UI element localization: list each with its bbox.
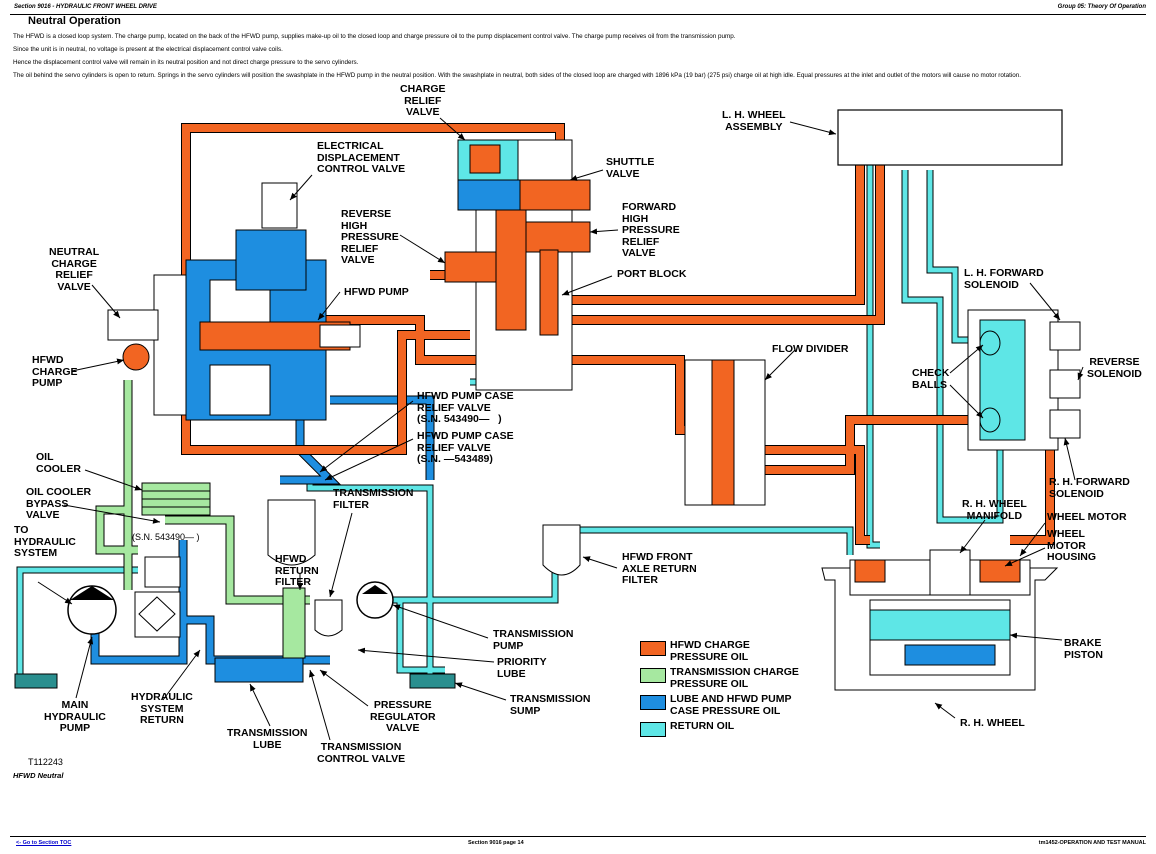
- label-electrical-displacement-control-valve: ELECTRICAL DISPLACEMENT CONTROL VALVE: [317, 140, 406, 175]
- label-wheel-motor: WHEEL MOTOR: [1047, 511, 1127, 523]
- legend-swatch-lube: [640, 695, 666, 710]
- label-neutral-charge-relief-valve: NEUTRAL CHARGE RELIEF VALVE: [49, 246, 100, 293]
- hfwd-pump-body: [107, 182, 361, 421]
- flow-divider: [684, 359, 766, 506]
- label-forward-high-pressure-relief-valve: FORWARD HIGH PRESSURE RELIEF VALVE: [622, 201, 680, 259]
- label-transmission-filter: TRANSMISSION FILTER: [333, 487, 414, 511]
- label-reverse-high-pressure-relief-valve: REVERSE HIGH PRESSURE RELIEF VALVE: [341, 208, 399, 266]
- label-rh-forward-solenoid: R. H. FORWARD SOLENOID: [1049, 476, 1130, 500]
- paragraph-1: The HFWD is a closed loop system. The ch…: [13, 33, 736, 40]
- page-title: Neutral Operation: [28, 15, 121, 27]
- rh-wheel-assembly: [821, 549, 1059, 691]
- header-group: Group 05: Theory Of Operation: [1057, 4, 1146, 10]
- label-priority-lube: PRIORITY LUBE: [497, 656, 547, 680]
- hfwd-return-filter: [267, 499, 316, 566]
- front-axle-return-filter: [542, 524, 581, 576]
- transmission-pump-symbol: [356, 581, 394, 619]
- transmission-filter: [314, 599, 343, 637]
- hydraulic-valve-block: [144, 556, 181, 588]
- label-port-block: PORT BLOCK: [617, 268, 687, 280]
- label-main-hydraulic-pump: MAIN HYDRAULIC PUMP: [44, 699, 106, 734]
- label-lh-wheel-assembly: L. H. WHEEL ASSEMBLY: [722, 109, 786, 133]
- label-transmission-pump: TRANSMISSION PUMP: [493, 628, 574, 652]
- label-case-relief-valve-2: HFWD PUMP CASE RELIEF VALVE (S.N. —54348…: [417, 430, 514, 465]
- label-lh-forward-solenoid: L. H. FORWARD SOLENOID: [964, 267, 1044, 291]
- label-hydraulic-system-return: HYDRAULIC SYSTEM RETURN: [131, 691, 193, 726]
- oil-cooler-fins: [142, 490, 210, 508]
- label-brake-piston: BRAKE PISTON: [1064, 637, 1103, 661]
- label-oil-cooler-bypass-valve: OIL COOLER BYPASS VALVE: [26, 486, 92, 521]
- label-transmission-control-valve: TRANSMISSION CONTROL VALVE: [317, 741, 406, 765]
- legend-label-transmission-charge: TRANSMISSION CHARGE PRESSURE OIL: [670, 666, 799, 690]
- label-rh-wheel-manifold: R. H. WHEEL MANIFOLD: [962, 498, 1027, 522]
- label-wheel-motor-housing: WHEEL MOTOR HOUSING: [1047, 528, 1097, 563]
- paragraph-2: Since the unit is in neutral, no voltage…: [13, 46, 283, 53]
- label-oil-cooler: OIL COOLER: [36, 451, 81, 475]
- lh-wheel-assembly-box: [837, 109, 1063, 166]
- label-case-relief-valve-1: HFWD PUMP CASE RELIEF VALVE (S.N. 543490…: [417, 390, 514, 425]
- label-shuttle-valve: SHUTTLE VALVE: [606, 156, 655, 180]
- paragraph-3: Hence the displacement control valve wil…: [13, 59, 359, 66]
- label-charge-relief-valve: CHARGE RELIEF VALVE: [400, 83, 446, 118]
- footer-manual-title: tm1452-OPERATION AND TEST MANUAL: [1038, 840, 1146, 846]
- port-block: [444, 139, 591, 391]
- legend-swatch-return: [640, 722, 666, 737]
- label-check-balls: CHECK BALLS: [912, 367, 950, 391]
- label-to-hydraulic-system: TO HYDRAULIC SYSTEM: [14, 524, 76, 559]
- header-section: Section 9016 - HYDRAULIC FRONT WHEEL DRI…: [14, 4, 157, 10]
- legend-swatch-hfwd-charge: [640, 641, 666, 656]
- page-footer: <- Go to Section TOC Section 9016 page 1…: [10, 836, 1146, 848]
- label-sn-543490: (S.N. 543490— ): [132, 532, 200, 542]
- legend-swatch-transmission-charge: [640, 668, 666, 683]
- hydraulic-filter-block: [134, 591, 181, 638]
- transmission-sump-block: [409, 673, 456, 689]
- label-hfwd-charge-pump: HFWD CHARGE PUMP: [32, 354, 78, 389]
- label-transmission-sump: TRANSMISSION SUMP: [510, 693, 591, 717]
- page-header: Section 9016 - HYDRAULIC FRONT WHEEL DRI…: [10, 0, 1146, 15]
- label-hfwd-front-axle-return-filter: HFWD FRONT AXLE RETURN FILTER: [622, 551, 697, 586]
- label-flow-divider: FLOW DIVIDER: [772, 343, 849, 355]
- footer-page-number: Section 9016 page 14: [468, 840, 524, 846]
- go-to-section-toc-link[interactable]: <- Go to Section TOC: [16, 840, 72, 846]
- leader-lines: [37, 117, 1084, 741]
- label-rh-wheel: R. H. WHEEL: [960, 717, 1025, 729]
- label-pressure-regulator-valve: PRESSURE REGULATOR VALVE: [370, 699, 436, 734]
- hydraulic-reservoir-block: [14, 673, 58, 689]
- check-ball-manifold: [967, 309, 1081, 451]
- legend-label-hfwd-charge: HFWD CHARGE PRESSURE OIL: [670, 639, 750, 663]
- figure-id: T112243: [28, 757, 63, 767]
- label-reverse-solenoid: REVERSE SOLENOID: [1087, 356, 1142, 380]
- label-hfwd-pump: HFWD PUMP: [344, 286, 409, 298]
- paragraph-4: The oil behind the servo cylinders is op…: [13, 72, 1022, 79]
- label-hfwd-return-filter: HFWD RETURN FILTER: [275, 553, 319, 588]
- legend-label-lube: LUBE AND HFWD PUMP CASE PRESSURE OIL: [670, 693, 792, 717]
- figure-caption: HFWD Neutral: [13, 771, 64, 780]
- label-transmission-lube: TRANSMISSION LUBE: [227, 727, 308, 751]
- legend-label-return: RETURN OIL: [670, 720, 735, 732]
- transmission-lube-block: [214, 657, 304, 683]
- transmission-control-valve-block: [282, 587, 306, 659]
